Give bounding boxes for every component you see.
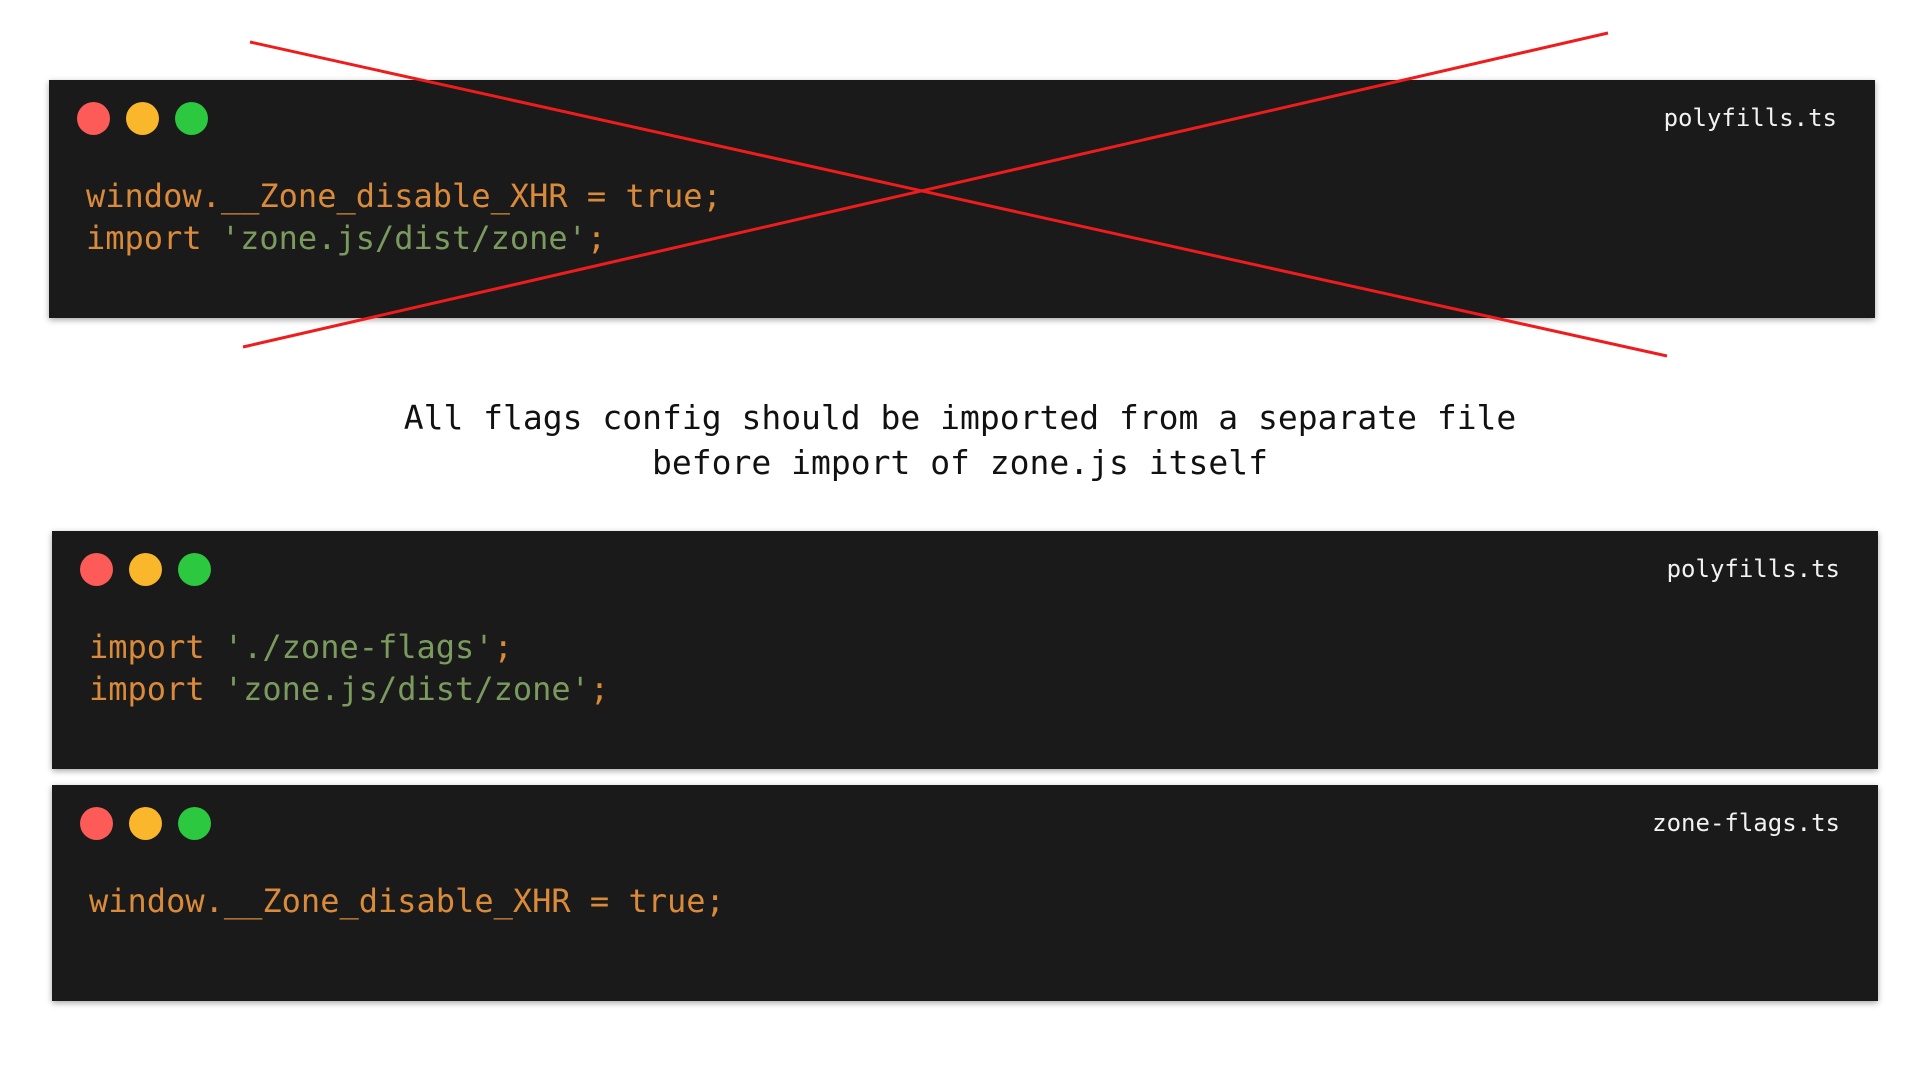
window-filename: zone-flags.ts: [1652, 809, 1840, 837]
caption-line-2: before import of zone.js itself: [652, 443, 1268, 482]
code-block: import './zone-flags';import 'zone.js/di…: [89, 626, 609, 710]
minimize-dot-icon[interactable]: [126, 102, 159, 135]
caption-line-1: All flags config should be imported from…: [403, 398, 1517, 437]
code-keyword: import: [86, 219, 221, 257]
maximize-dot-icon[interactable]: [175, 102, 208, 135]
window-controls: [80, 807, 211, 840]
minimize-dot-icon[interactable]: [129, 553, 162, 586]
code-window-polyfills-old: polyfills.ts window.__Zone_disable_XHR =…: [49, 80, 1875, 318]
code-string: 'zone.js/dist/zone': [220, 219, 587, 257]
code-block: window.__Zone_disable_XHR = true;: [89, 880, 725, 922]
code-token: ;: [586, 219, 607, 257]
code-keyword: import: [89, 670, 224, 708]
code-window-zone-flags: zone-flags.ts window.__Zone_disable_XHR …: [52, 785, 1878, 1001]
maximize-dot-icon[interactable]: [178, 553, 211, 586]
window-filename: polyfills.ts: [1663, 104, 1837, 132]
code-block: window.__Zone_disable_XHR = true;import …: [86, 175, 722, 259]
window-controls: [77, 102, 208, 135]
code-window-polyfills-new: polyfills.ts import './zone-flags';impor…: [52, 531, 1878, 769]
code-line: window.__Zone_disable_XHR = true;: [86, 175, 722, 217]
code-string: './zone-flags': [223, 628, 494, 666]
code-line: import './zone-flags';: [89, 626, 609, 668]
close-dot-icon[interactable]: [80, 807, 113, 840]
window-filename: polyfills.ts: [1666, 555, 1840, 583]
minimize-dot-icon[interactable]: [129, 807, 162, 840]
code-line: import 'zone.js/dist/zone';: [89, 668, 609, 710]
code-line: import 'zone.js/dist/zone';: [86, 217, 722, 259]
window-controls: [80, 553, 211, 586]
code-token: ;: [589, 670, 610, 708]
code-token: window.__Zone_disable_XHR = true;: [86, 177, 722, 215]
code-keyword: import: [89, 628, 224, 666]
code-string: 'zone.js/dist/zone': [223, 670, 590, 708]
close-dot-icon[interactable]: [77, 102, 110, 135]
explanation-caption: All flags config should be imported from…: [0, 395, 1920, 485]
code-token: ;: [493, 628, 513, 666]
code-token: window.__Zone_disable_XHR = true;: [89, 882, 725, 920]
close-dot-icon[interactable]: [80, 553, 113, 586]
maximize-dot-icon[interactable]: [178, 807, 211, 840]
code-line: window.__Zone_disable_XHR = true;: [89, 880, 725, 922]
